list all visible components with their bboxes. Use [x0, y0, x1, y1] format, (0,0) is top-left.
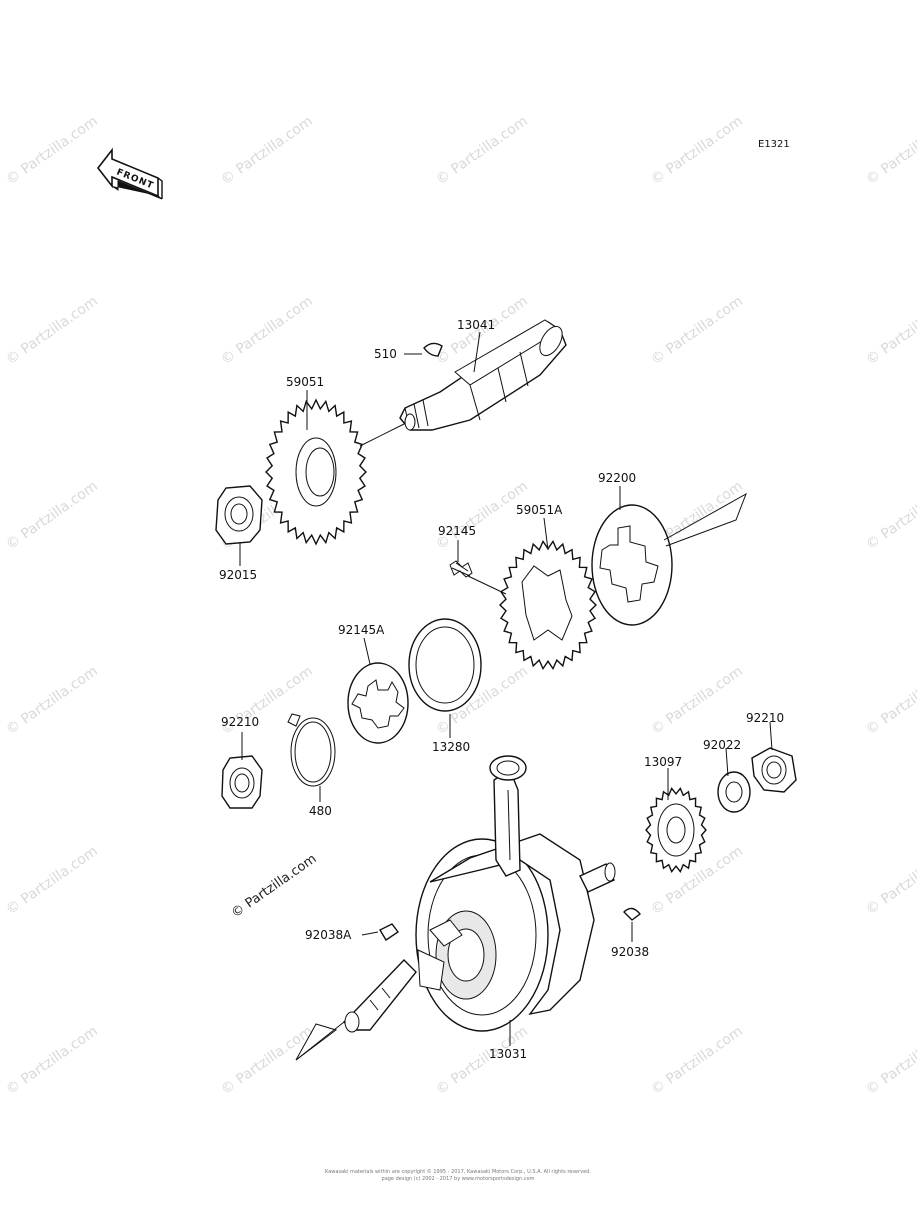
watermark: © Partzilla.com: [3, 293, 101, 368]
callout-480: 480: [309, 804, 332, 818]
watermark: © Partzilla.com: [863, 478, 917, 553]
callout-13280: 13280: [432, 740, 470, 754]
leader-lines: [239, 331, 773, 1046]
callout-13031: 13031: [489, 1047, 527, 1061]
watermark: © Partzilla.com: [648, 663, 746, 738]
callout-13041: 13041: [457, 318, 495, 332]
plate-92145a: [347, 662, 409, 744]
watermark: © Partzilla.com: [863, 1023, 917, 1098]
watermark: © Partzilla.com: [3, 663, 101, 738]
watermark: © Partzilla.com: [863, 293, 917, 368]
crankshaft: [343, 755, 616, 1033]
balancer-shaft: [399, 319, 567, 431]
callout-59051: 59051: [286, 375, 324, 389]
washer-92022: [717, 771, 751, 813]
callout-92038a: 92038A: [305, 928, 352, 942]
watermark: © Partzilla.com: [218, 293, 316, 368]
callout-13097: 13097: [644, 755, 682, 769]
key-92038: [623, 907, 641, 921]
key-92038a: [379, 923, 400, 941]
watermark: © Partzilla.com: [648, 1023, 746, 1098]
washer-13280: [408, 618, 482, 712]
copyright-line-1: Kawasaki materials within are copyright …: [325, 1168, 591, 1175]
callouts: 13041 510 59051 92015 92200 59051A 92145…: [219, 318, 784, 1061]
watermark: © Partzilla.com: [3, 1023, 101, 1098]
watermark: © Partzilla.com: [433, 113, 531, 188]
nut-92210-left: [221, 755, 263, 809]
assembly-axis-lines: [295, 423, 747, 1061]
callout-92200: 92200: [598, 471, 636, 485]
copyright-line-2: page design (c) 2002 - 2017 by www.motor…: [382, 1176, 535, 1182]
balancer-gear-a: [499, 539, 597, 671]
callout-510: 510: [374, 347, 397, 361]
watermark: © Partzilla.com: [218, 1023, 316, 1098]
callout-92145: 92145: [438, 524, 476, 538]
nut-92015: [215, 485, 263, 545]
watermark-prominent: © Partzilla.com: [229, 851, 320, 921]
nut-92210-right: [751, 747, 797, 793]
watermark: © Partzilla.com: [648, 293, 746, 368]
callout-92145a: 92145A: [338, 623, 385, 637]
callout-59051a: 59051A: [516, 503, 563, 517]
circlip-480: [287, 713, 336, 787]
watermark: © Partzilla.com: [863, 843, 917, 918]
front-arrow-icon: FRONT: [96, 147, 163, 200]
watermark: © Partzilla.com: [218, 113, 316, 188]
watermark: © Partzilla.com: [3, 113, 101, 188]
gear-13097: [645, 787, 707, 873]
watermark: © Partzilla.com: [863, 113, 917, 188]
callout-92210-left: 92210: [221, 715, 259, 729]
watermark: © Partzilla.com: [863, 663, 917, 738]
watermark: © Partzilla.com: [648, 113, 746, 188]
watermark: © Partzilla.com: [3, 478, 101, 553]
balancer-gear: [265, 398, 367, 546]
spring-92145: [449, 560, 473, 578]
callout-92038: 92038: [611, 945, 649, 959]
callout-92022: 92022: [703, 738, 741, 752]
callout-92210-right: 92210: [746, 711, 784, 725]
plate-92200: [591, 504, 673, 626]
callout-92015: 92015: [219, 568, 257, 582]
watermark: © Partzilla.com: [3, 843, 101, 918]
reference-code: E1321: [758, 139, 790, 150]
woodruff-key-510: [423, 342, 443, 357]
